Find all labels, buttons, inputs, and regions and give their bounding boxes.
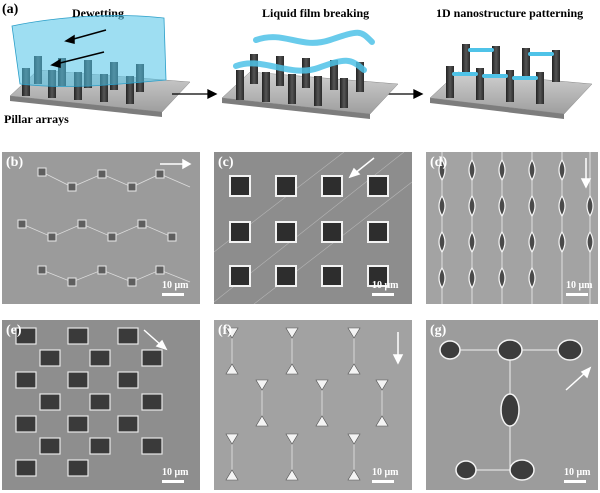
sem-panel-g: (g) 10 μm [426,320,598,490]
panel-label-b: (b) [6,155,24,170]
scale-bar-b [162,293,184,296]
scale-bar-e [162,480,184,483]
scale-bar-g [564,480,586,483]
scale-bar-c [372,293,394,296]
scale-bar-d [566,293,588,296]
step-title-liquid-film-breaking: Liquid film breaking [262,6,370,20]
liquid-threads-step2 [233,29,375,74]
sem-panel-e: (e) 10 μm [2,320,200,490]
scale-text-b: 10 μm [162,280,189,291]
direction-arrow-c [348,157,375,179]
scale-text-f: 10 μm [372,467,399,478]
panel-label-c: (c) [218,155,234,170]
dewetting-arrows [50,29,107,68]
panel-label-g: (g) [430,323,447,338]
sem-panel-f: (f) 10 μm [214,320,412,490]
direction-arrow-d [580,158,592,189]
direction-arrow-f [392,332,404,365]
schematic-illustration [9,15,593,119]
scale-bar-f [372,480,394,483]
panel-label-d: (d) [430,155,448,170]
scale-text-c: 10 μm [372,280,399,291]
direction-arrow-e [143,329,168,351]
direction-arrow-b [160,158,192,170]
sem-panel-c: (c) 10 μm [214,152,412,304]
substrate-label: Pillar arrays [4,112,69,126]
pillars-step3 [446,44,560,104]
sem-panel-d: (d) 10 μm [426,152,598,304]
scale-text-g: 10 μm [564,467,591,478]
nanowires-step3 [452,48,554,80]
liquid-film [11,15,167,87]
scale-text-e: 10 μm [162,467,189,478]
panel-label-a: (a) [2,2,19,17]
direction-arrow-g [565,366,592,391]
panel-label-e: (e) [6,323,22,338]
panel-label-f: (f) [218,323,232,338]
step-title-1d-patterning: 1D nanostructure patterning [436,6,584,20]
scale-text-d: 10 μm [566,280,593,291]
sem-panel-b: (b) 10 μm [2,152,200,304]
